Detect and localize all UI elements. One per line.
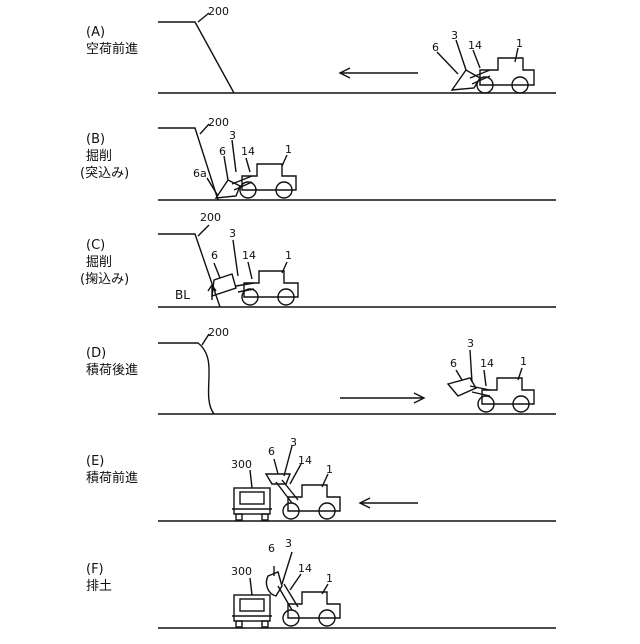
wheel-loader [266, 474, 340, 519]
ref-edge-b: 6a [193, 168, 207, 180]
ref-bucket-e: 6 [268, 446, 275, 458]
ref-link-f: 14 [298, 563, 312, 575]
excavation-wall [158, 128, 218, 200]
panel-f-drawing [158, 552, 556, 628]
loader-body [288, 592, 340, 618]
panel-c-drawing [158, 225, 556, 307]
dump-truck [232, 595, 272, 627]
panel-caption-c: 掘削 [86, 255, 112, 271]
ref-arm-f: 3 [285, 538, 292, 550]
panel-label-c: (C) [86, 238, 105, 254]
panel-caption-b: 掘削 [86, 149, 112, 165]
lift-arm [276, 482, 292, 503]
panel-label-d: (D) [86, 346, 106, 362]
truck-window [240, 492, 264, 504]
truck-window [240, 599, 264, 611]
ref-link-e: 14 [298, 455, 312, 467]
excavation-wall [158, 343, 214, 414]
link-rod [472, 392, 490, 396]
ref-link-b: 14 [241, 146, 255, 158]
ref-bucket-c: 6 [211, 250, 218, 262]
panel-caption-f: 排土 [86, 579, 112, 595]
panel-caption-d: 積荷後進 [86, 363, 138, 379]
panel-caption-a: 空荷前進 [86, 42, 138, 58]
panel-label-f: (F) [86, 562, 104, 578]
panel-e-drawing [158, 446, 556, 521]
ref-truck-f: 300 [231, 566, 252, 578]
loader-body [482, 378, 534, 404]
panel-label-e: (E) [86, 454, 104, 470]
ref-wall-a: 200 [208, 6, 229, 18]
panel-b-drawing [158, 124, 556, 200]
ref-loader-e: 1 [326, 464, 333, 476]
ref-bucket-a: 6 [432, 42, 439, 54]
ref-loader-a: 1 [516, 38, 523, 50]
ref-link-c: 14 [242, 250, 256, 262]
wheel-loader [216, 164, 296, 198]
ref-bucket-b: 6 [219, 146, 226, 158]
ref-truck-e: 300 [231, 459, 252, 471]
dump-truck [232, 488, 272, 520]
excavation-wall [158, 22, 234, 93]
ref-bucket-f: 6 [268, 543, 275, 555]
ref-bucket-d: 6 [450, 358, 457, 370]
ref-loader-c: 1 [285, 250, 292, 262]
panel-caption-e: 積荷前進 [86, 471, 138, 487]
ref-arm-d: 3 [467, 338, 474, 350]
ref-wall-b: 200 [208, 117, 229, 129]
ref-link-a: 14 [468, 40, 482, 52]
wheel-loader [448, 378, 534, 412]
ref-loader-d: 1 [520, 356, 527, 368]
ref-arm-b: 3 [229, 130, 236, 142]
link-rod [472, 76, 490, 84]
panel-a-drawing [158, 13, 556, 93]
ref-arm-e: 3 [290, 437, 297, 449]
ref-link-d: 14 [480, 358, 494, 370]
panel-d-drawing [158, 334, 556, 414]
panel-caption-c-sub: (掬込み) [80, 272, 129, 288]
ref-loader-f: 1 [326, 573, 333, 585]
ref-wall-c: 200 [200, 212, 221, 224]
ref-arm-a: 3 [451, 30, 458, 42]
bucket [266, 474, 290, 484]
ref-loader-b: 1 [285, 144, 292, 156]
panel-label-b: (B) [86, 132, 105, 148]
panel-label-a: (A) [86, 25, 105, 41]
ref-arm-c: 3 [229, 228, 236, 240]
ref-wall-d: 200 [208, 327, 229, 339]
panel-caption-b-sub: (突込み) [80, 166, 129, 182]
wheel-loader [212, 271, 298, 305]
ref-blade-c: BL [175, 287, 190, 303]
